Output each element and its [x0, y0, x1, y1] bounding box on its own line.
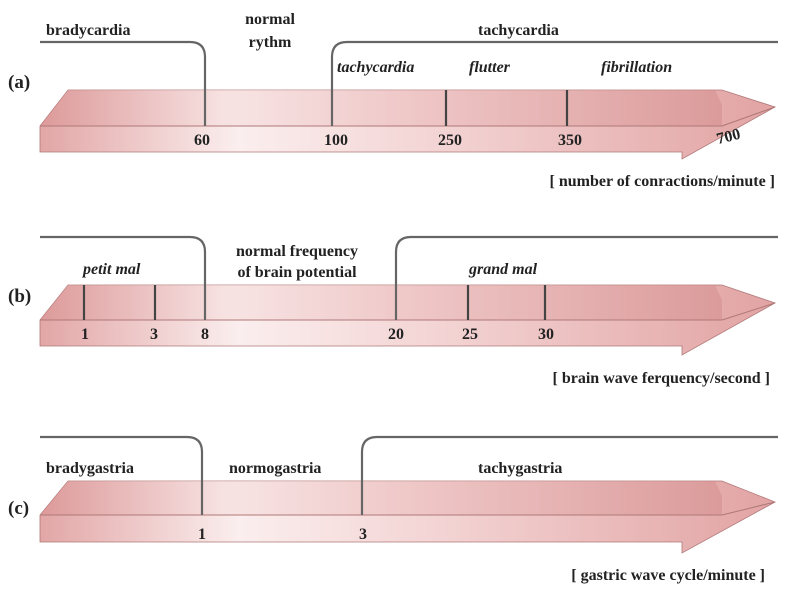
bracket-bradycardia	[40, 40, 207, 126]
bracket-grand-mal	[394, 235, 778, 320]
bracket-tachycardia	[330, 40, 778, 126]
tick-label-a-100: 100	[324, 132, 348, 149]
panel-label-b: (b)	[8, 286, 31, 307]
panel-b: (b) petit mal normal frequency of brain …	[8, 235, 778, 387]
panel-label-a: (a)	[8, 72, 30, 93]
tick-label-a-700: 700	[715, 126, 742, 148]
tick-label-a-250: 250	[438, 132, 462, 149]
arrow-top-face-a	[40, 90, 722, 126]
arrow-tip-ridge-c	[721, 501, 776, 516]
panel-a: (a) bradycardia normal rythm tachycardia…	[8, 11, 778, 190]
tick-label-a-350: 350	[558, 132, 582, 149]
region-tachygastria: tachygastria	[478, 460, 562, 477]
region-normal-brain-line1: normal frequency	[236, 243, 358, 260]
sub-label-fibrillation: fibrillation	[601, 59, 672, 76]
bracket-tachygastria	[360, 435, 778, 515]
sub-label-flutter: flutter	[469, 59, 511, 76]
arrow-b	[39, 284, 776, 356]
arrow-tip-ridge-b	[721, 302, 776, 321]
region-bradygastria: bradygastria	[46, 460, 134, 477]
panel-c: (c) bradygastria normogastria tachygastr…	[8, 435, 778, 584]
region-bradycardia: bradycardia	[46, 22, 130, 39]
arrow-tip-ridge-a	[721, 106, 776, 127]
tick-label-c-1: 1	[198, 526, 206, 543]
panel-label-c: (c)	[8, 498, 29, 519]
sub-label-tachycardia: tachycardia	[337, 59, 414, 76]
arrow-top-face-b	[40, 285, 722, 320]
region-normogastria: normogastria	[229, 460, 321, 477]
tick-label-c-3: 3	[359, 526, 367, 543]
arrow-a	[39, 89, 776, 160]
tick-label-b-20: 20	[388, 326, 404, 343]
tick-label-b-8: 8	[201, 326, 209, 343]
bracket-bradygastria	[40, 435, 204, 515]
region-normal-rythm-line2: rythm	[249, 34, 292, 51]
region-tachycardia: tachycardia	[478, 22, 559, 39]
sub-label-grand-mal: grand mal	[468, 261, 538, 278]
tick-label-b-1: 1	[81, 326, 89, 343]
tick-label-a-60: 60	[194, 132, 210, 149]
unit-label-b: [ brain wave ferquency/second ]	[553, 370, 770, 387]
region-normal-rythm-line1: normal	[245, 11, 295, 28]
tick-label-b-3: 3	[150, 326, 158, 343]
unit-label-c: [ gastric wave cycle/minute ]	[571, 567, 765, 584]
sub-label-petit-mal: petit mal	[81, 261, 141, 278]
tick-label-b-25: 25	[462, 326, 478, 343]
tick-label-b-30: 30	[538, 326, 554, 343]
bracket-petit-mal	[40, 235, 207, 320]
region-normal-brain-line2: of brain potential	[237, 264, 357, 281]
arrow-c	[39, 480, 776, 554]
unit-label-a: [ number of conractions/minute ]	[550, 173, 775, 190]
arrow-top-face-c	[40, 481, 722, 515]
